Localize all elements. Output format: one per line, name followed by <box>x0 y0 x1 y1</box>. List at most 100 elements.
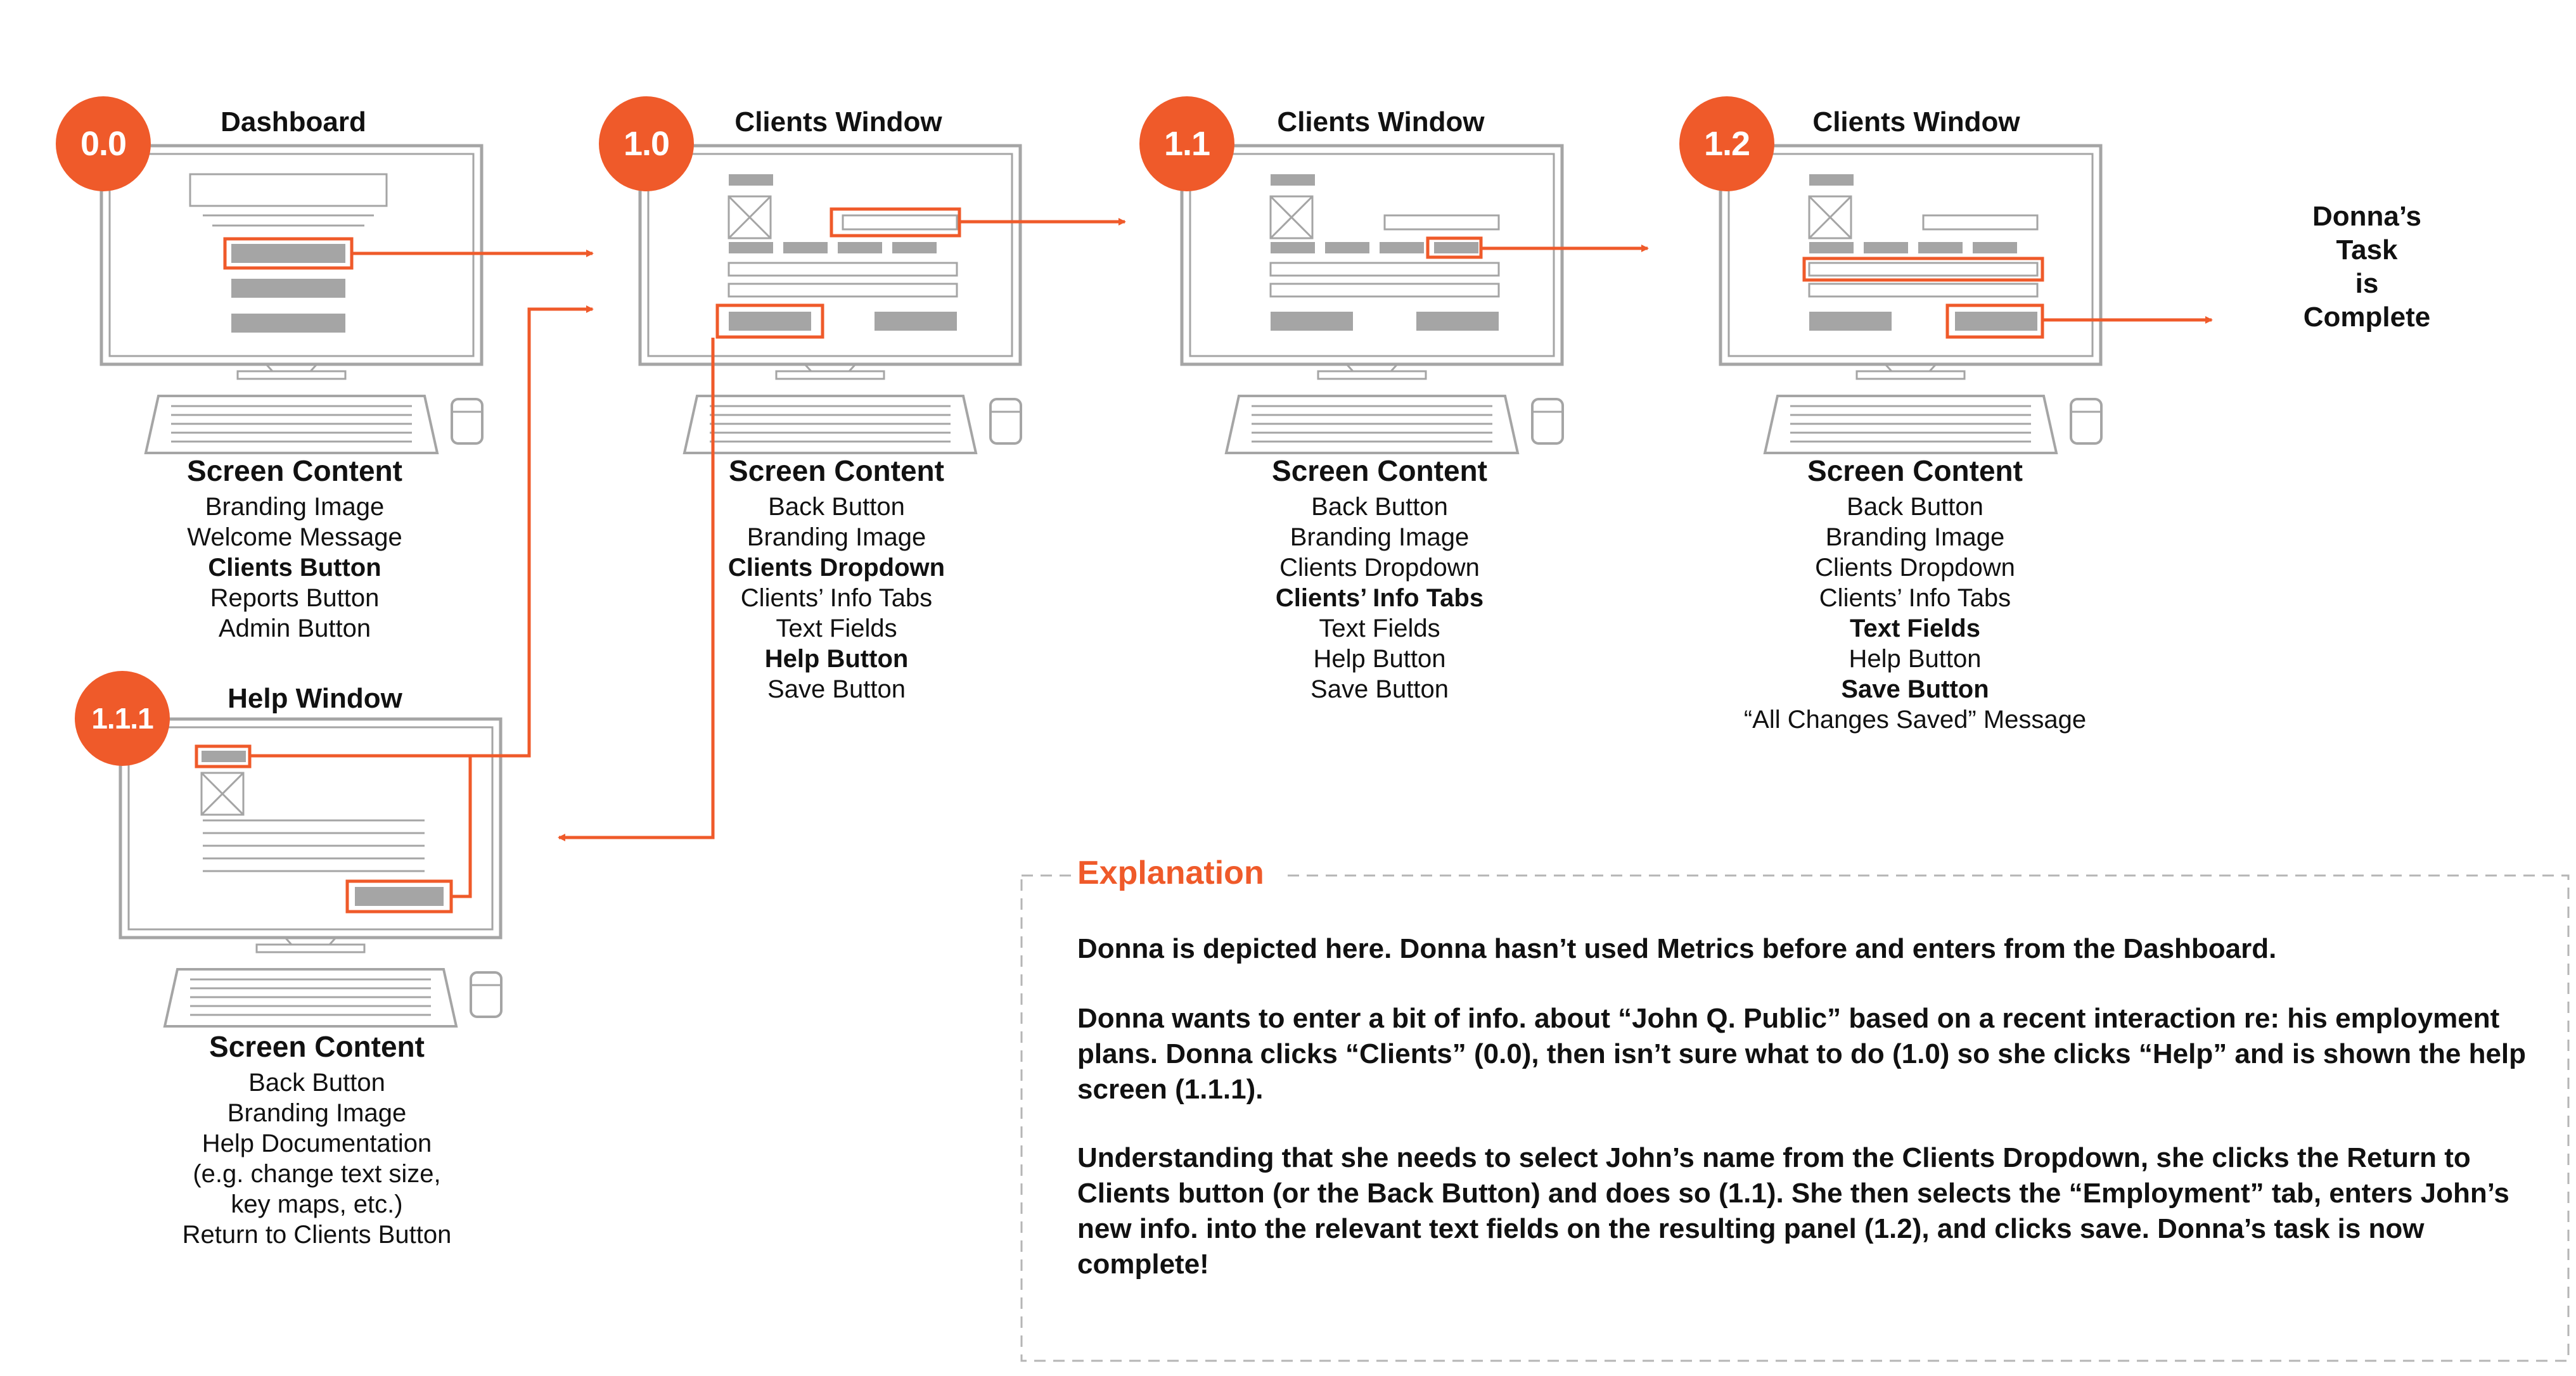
highlight-text-fields <box>1802 257 2044 282</box>
highlight-back-button <box>195 744 252 768</box>
explanation-border <box>1020 874 2570 1362</box>
help-button <box>1809 312 1892 331</box>
screen-content-item: Clients Dropdown <box>1815 554 2015 582</box>
mouse <box>470 971 503 1018</box>
text-field <box>727 262 958 277</box>
image-placeholder-cross <box>727 195 772 239</box>
screen-content-item: Return to Clients Button <box>182 1221 452 1249</box>
info-tab <box>729 242 773 253</box>
screen-content-item: “All Changes Saved” Message <box>1743 706 2087 734</box>
info-tab <box>1809 242 1854 253</box>
screen-content-item: Back Button <box>248 1069 385 1097</box>
arrow-back-to-clients <box>250 305 594 758</box>
monitor-stand <box>255 943 366 953</box>
screen-content-heading: Screen Content <box>209 1030 425 1063</box>
screen-content-item: Admin Button <box>218 615 371 642</box>
screen-title-1-2: Clients Window <box>1812 106 2020 137</box>
info-tab <box>1325 242 1369 253</box>
badge-0-0: 0.0 <box>56 96 151 191</box>
screen-content-item: Text Fields <box>776 615 897 642</box>
monitor-screen <box>647 153 1013 357</box>
screen-content-item: Save Button <box>1310 675 1449 703</box>
badge-1-1: 1.1 <box>1139 96 1234 191</box>
monitor-screen <box>1189 153 1555 357</box>
computer-1-1 <box>1180 144 1564 454</box>
screen-content-item: Welcome Message <box>187 523 402 551</box>
back-button <box>1271 174 1315 186</box>
save-button <box>1955 312 2037 331</box>
monitor-stand <box>1317 370 1427 380</box>
screen-content-heading: Screen Content <box>729 454 944 487</box>
info-tab <box>1434 242 1478 253</box>
task-complete-line: is <box>2355 268 2379 299</box>
image-placeholder-cross <box>1808 195 1852 239</box>
screen-content-item: Branding Image <box>227 1099 407 1127</box>
reports-button <box>231 279 345 298</box>
text-field <box>1269 283 1500 298</box>
screen-content-item: Clients’ Info Tabs <box>1275 584 1484 612</box>
flow-arrows <box>250 218 2213 898</box>
monitor-screen <box>1727 153 2094 357</box>
info-tab <box>1973 242 2017 253</box>
monitor-stand <box>1855 370 1966 380</box>
task-complete-label: Donna’s Task is Complete <box>2297 200 2437 334</box>
highlight-clients-dropdown <box>830 207 961 238</box>
branding-image <box>189 173 388 207</box>
back-button <box>202 751 246 762</box>
screen-content-item: Help Button <box>1313 645 1446 673</box>
screen-content-item: Text Fields <box>1850 615 1980 642</box>
screen-content-heading: Screen Content <box>187 454 402 487</box>
save-button <box>1416 312 1499 331</box>
text-field <box>1269 262 1500 277</box>
clients-button <box>231 244 345 263</box>
admin-button <box>231 314 345 333</box>
screen-title-0-0: Dashboard <box>221 106 366 137</box>
info-tab <box>1380 242 1424 253</box>
screen-content-item: Back Button <box>1847 493 1983 521</box>
info-tab <box>892 242 937 253</box>
screen-content-heading: Screen Content <box>1272 454 1487 487</box>
monitor-stand <box>236 370 347 380</box>
computer-0-0 <box>99 144 484 454</box>
screen-title-1-0: Clients Window <box>734 106 942 137</box>
task-complete-line: Task <box>2336 234 2398 265</box>
save-button <box>875 312 957 331</box>
task-complete-line: Donna’s <box>2312 201 2421 232</box>
help-button <box>729 312 811 331</box>
screen-content-item: Branding Image <box>1290 523 1470 551</box>
clients-dropdown <box>1383 214 1500 231</box>
highlight-save-button <box>1945 303 2044 339</box>
back-button <box>729 174 773 186</box>
info-tab <box>783 242 828 253</box>
highlight-help-button <box>715 303 824 339</box>
badge-1-1-1: 1.1.1 <box>75 671 170 766</box>
text-field <box>1808 283 2039 298</box>
screen-content-item: Branding Image <box>1825 523 2005 551</box>
mouse <box>451 398 484 445</box>
clients-dropdown <box>842 214 958 231</box>
explanation-box: Explanation Donna is depicted here. Donn… <box>1020 854 2570 1362</box>
screen-content-item: Reports Button <box>210 584 380 612</box>
screen-content-item: Clients Dropdown <box>727 554 945 582</box>
explanation-title: Explanation <box>1071 854 1281 892</box>
info-tab <box>1918 242 1963 253</box>
mouse <box>1531 398 1564 445</box>
clients-dropdown <box>1922 214 2039 231</box>
mouse <box>2070 398 2103 445</box>
help-button <box>1271 312 1353 331</box>
text-field <box>727 283 958 298</box>
task-complete-line: Complete <box>2303 302 2431 333</box>
screen-content-item: Clients Dropdown <box>1279 554 1480 582</box>
screen-content-item: Save Button <box>1841 675 1989 703</box>
computer-1-2 <box>1719 144 2103 454</box>
screen-content-item: Back Button <box>768 493 905 521</box>
monitor-stand <box>775 370 885 380</box>
